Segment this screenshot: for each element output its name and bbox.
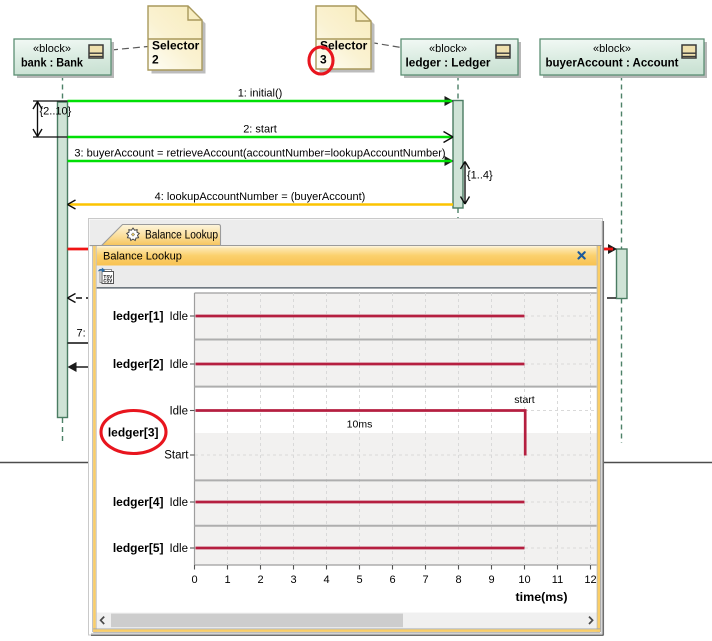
svg-text:1: initial(): 1: initial() [238,88,283,100]
svg-text:Balance Lookup: Balance Lookup [103,251,182,263]
svg-text:4: 4 [323,574,329,586]
svg-text:buyerAccount : Account: buyerAccount : Account [546,56,679,70]
svg-text:Idle: Idle [169,543,188,555]
svg-text:TSV: TSV [103,273,112,280]
svg-text:Idle: Idle [169,406,188,418]
svg-text:Selector: Selector [320,39,368,53]
svg-text:ledger[2]: ledger[2] [113,357,164,371]
svg-text:3: buyerAccount = retrieveAcco: 3: buyerAccount = retrieveAccount(accoun… [74,148,445,160]
svg-text:2: 2 [152,53,159,67]
svg-text:CSV: CSV [103,278,112,285]
svg-text:4: lookupAccountNumber = (buye: 4: lookupAccountNumber = (buyerAccount) [155,191,366,203]
svg-text:Selector: Selector [152,39,200,53]
svg-text:2: start: 2: start [243,124,277,136]
svg-text:6: 6 [389,574,395,586]
svg-text:«block»: «block» [429,43,467,55]
svg-text:1: 1 [224,574,230,586]
svg-text:ledger[1]: ledger[1] [113,309,164,323]
svg-text:Balance Lookup: Balance Lookup [145,230,218,242]
svg-text:Idle: Idle [169,497,188,509]
svg-text:{1..4}: {1..4} [467,170,493,182]
svg-text:time(ms): time(ms) [516,592,568,604]
svg-text:ledger[5]: ledger[5] [113,541,164,555]
svg-text:Start: Start [164,450,189,462]
svg-text:3: 3 [290,574,296,586]
svg-text:12: 12 [584,574,596,586]
svg-text:8: 8 [455,574,461,586]
svg-text:ledger[4]: ledger[4] [113,495,164,509]
svg-text:2: 2 [257,574,263,586]
svg-text:ledger[3]: ledger[3] [108,426,159,440]
svg-text:9: 9 [488,574,494,586]
svg-text:«block»: «block» [593,43,631,55]
svg-text:ledger : Ledger: ledger : Ledger [406,56,491,70]
svg-text:7: 7 [422,574,428,586]
svg-text:7:: 7: [77,328,86,340]
svg-text:Idle: Idle [169,311,188,323]
svg-text:Idle: Idle [169,359,188,371]
svg-text:11: 11 [552,574,563,586]
svg-text:bank : Bank: bank : Bank [21,56,83,70]
svg-text:0: 0 [191,574,197,586]
svg-text:10: 10 [518,574,530,586]
svg-text:start: start [514,394,535,406]
svg-text:10ms: 10ms [347,419,373,431]
svg-text:5: 5 [356,574,362,586]
svg-text:3: 3 [320,53,327,67]
svg-text:{2..10}: {2..10} [40,106,72,118]
svg-text:«block»: «block» [33,43,71,55]
